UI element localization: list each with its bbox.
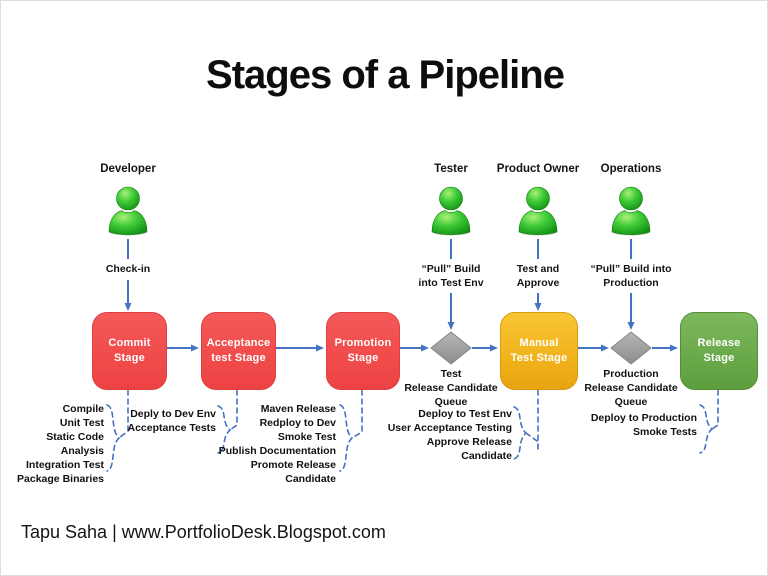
task-line: User Acceptance Testing xyxy=(387,422,512,434)
test-queue-diamond xyxy=(430,331,472,365)
manual-brace-link xyxy=(525,432,538,442)
task-line: Approve Release Candidate xyxy=(426,436,512,462)
promotion-brace xyxy=(339,404,354,472)
manual-brace xyxy=(513,406,528,460)
manual-test-stage-box: Manual Test Stage xyxy=(500,312,578,390)
task-line: Maven Release xyxy=(260,403,336,415)
developer-person-icon xyxy=(108,186,148,236)
stage-label-line: Manual xyxy=(519,337,559,349)
release-stage-tasks: Deploy to Production Smoke Tests xyxy=(581,411,697,439)
stage-label-line: Acceptance xyxy=(206,337,271,349)
tester-person-icon xyxy=(431,186,471,236)
task-line: Smoke Tests xyxy=(633,426,697,438)
commit-drop-line xyxy=(118,389,129,439)
task-line: Compile xyxy=(62,403,104,415)
task-line: Integration Test xyxy=(26,459,104,471)
promotion-stage-box: Promotion Stage xyxy=(326,312,400,390)
queue-line: Queue xyxy=(614,396,648,408)
task-line: Deploy to Production xyxy=(590,412,697,424)
task-line: Redploy to Dev xyxy=(259,417,336,429)
task-line: Acceptance Tests xyxy=(127,422,216,434)
acceptance-drop-line xyxy=(229,389,238,431)
queue-line: Queue xyxy=(434,396,468,408)
task-line: Unit Test xyxy=(59,417,104,429)
task-line: Package Binaries xyxy=(17,473,104,485)
action-line: Check-in xyxy=(105,263,151,275)
task-line: Static Code Analysis xyxy=(46,431,104,457)
actor-label-operations: Operations xyxy=(600,163,662,175)
actor-label-tester: Tester xyxy=(434,163,468,175)
action-checkin: Check-in xyxy=(78,262,178,276)
acceptance-brace xyxy=(217,405,232,454)
product-owner-person-icon xyxy=(518,186,558,236)
acceptance-stage-tasks: Deply to Dev Env Acceptance Tests xyxy=(116,407,216,435)
stage-label-line: Stage xyxy=(703,352,735,364)
release-drop-line xyxy=(711,389,719,430)
task-line: Deply to Dev Env xyxy=(130,408,216,420)
release-stage-box: Release Stage xyxy=(680,312,758,390)
action-line: into Test Env xyxy=(418,277,484,289)
actor-stub-lines xyxy=(127,239,632,259)
action-test-approve: Test and Approve xyxy=(488,262,588,290)
task-line: Publish Documentation xyxy=(218,445,336,457)
stage-label-line: test Stage xyxy=(211,352,266,364)
task-line: Deploy to Test Env xyxy=(418,408,512,420)
queue-line: Release Candidate xyxy=(404,382,498,394)
task-line: Smoke Test xyxy=(277,431,336,443)
action-line: “Pull” Build into xyxy=(590,263,672,275)
actor-label-product-owner: Product Owner xyxy=(496,163,580,175)
promotion-stage-tasks: Maven Release Redploy to Dev Smoke Test … xyxy=(201,402,336,486)
action-line: “Pull” Build xyxy=(421,263,481,275)
manual-test-stage-tasks: Deploy to Test Env User Acceptance Testi… xyxy=(382,407,512,463)
action-line: Production xyxy=(603,277,659,289)
queue-line: Test xyxy=(440,368,462,380)
stage-label-line: Commit xyxy=(108,337,151,349)
footer-credit: Tapu Saha | www.PortfolioDesk.Blogspot.c… xyxy=(21,522,386,542)
stage-label-line: Promotion xyxy=(334,337,392,349)
commit-stage-box: Commit Stage xyxy=(92,312,167,390)
dashed-connectors xyxy=(106,389,719,472)
action-pull-build-production: “Pull” Build into Production xyxy=(569,262,693,290)
actor-arrows xyxy=(124,280,635,330)
action-line: Test and xyxy=(516,263,560,275)
commit-stage-tasks: Compile Unit Test Static Code Analysis I… xyxy=(3,402,104,486)
action-pull-build-test: “Pull” Build into Test Env xyxy=(393,262,509,290)
actor-label-developer: Developer xyxy=(100,163,156,175)
acceptance-test-stage-box: Acceptance test Stage xyxy=(201,312,276,390)
production-queue-diamond xyxy=(610,331,652,365)
stage-label-line: Stage xyxy=(347,352,379,364)
queue-line: Production xyxy=(603,368,659,380)
task-line: Promote Release Candidate xyxy=(250,459,336,485)
queue-line: Release Candidate xyxy=(584,382,678,394)
commit-brace xyxy=(106,404,121,472)
stage-label-line: Release xyxy=(697,337,741,349)
action-line: Approve xyxy=(516,277,560,289)
page-title: Stages of a Pipeline xyxy=(206,53,565,97)
production-queue-label: Production Release Candidate Queue xyxy=(571,367,691,409)
release-brace xyxy=(699,404,714,454)
stage-label-line: Stage xyxy=(114,352,145,364)
stage-label-line: Test Stage xyxy=(510,352,568,364)
operations-person-icon xyxy=(611,186,651,236)
promotion-drop-line xyxy=(351,389,363,439)
test-queue-label: Test Release Candidate Queue xyxy=(391,367,511,409)
